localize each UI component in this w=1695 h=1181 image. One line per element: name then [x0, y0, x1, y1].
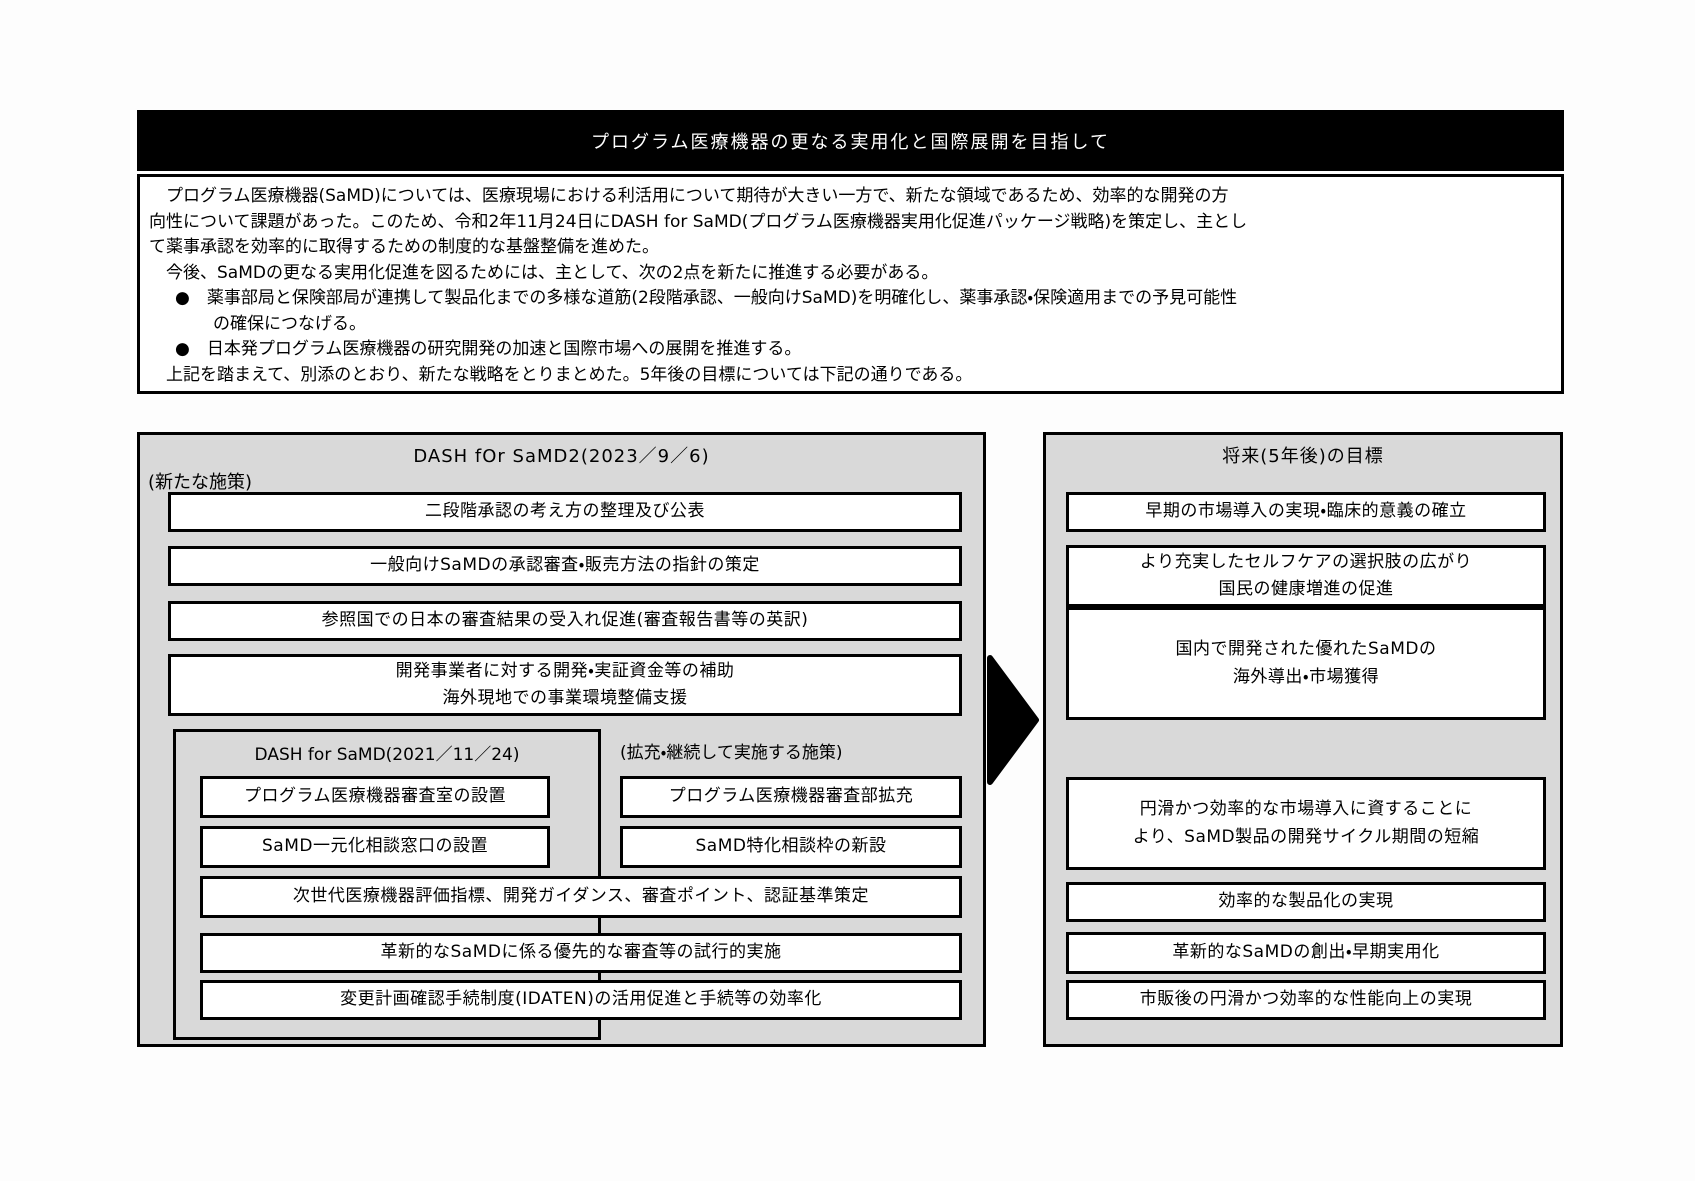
- page-title-bar: プログラム医療機器の更なる実用化と国際展開を目指して: [137, 110, 1564, 171]
- flow-arrow-icon: [986, 650, 1040, 790]
- goal-box: より充実したセルフケアの選択肢の広がり 国民の健康増進の促進: [1066, 545, 1546, 607]
- wide-measure-box: 次世代医療機器評価指標、開発ガイダンス、審査ポイント、認証基準策定: [200, 876, 962, 918]
- measure-box: 開発事業者に対する開発・実証資金等の補助 海外現地での事業環境整備支援: [168, 654, 962, 716]
- intro-bullet-line: ● 日本発プログラム医療機器の研究開発の加速と国際市場への展開を推進する。: [175, 339, 802, 359]
- intro-bullet-line: ● 薬事部局と保険部局が連携して製品化までの多様な道筋(2段階承認、一般向けSa…: [175, 288, 1238, 308]
- goal-box: 国内で開発された優れたSaMDの 海外導出・市場獲得: [1066, 607, 1546, 720]
- goal-box: 革新的なSaMDの創出・早期実用化: [1066, 932, 1546, 974]
- nested-left-box: SaMD一元化相談窓口の設置: [200, 826, 550, 868]
- intro-bullet-continuation: の確保につなげる。: [213, 313, 366, 334]
- measure-box: 一般向けSaMDの承認審査・販売方法の指針の策定: [168, 546, 962, 586]
- new-measures-label: (新たな施策): [148, 472, 253, 493]
- right-panel-future-goals: 将来(5年後)の目標 早期の市場導入の実現・臨床的意義の確立 より充実したセルフ…: [1043, 432, 1563, 1047]
- goal-box: 円滑かつ効率的な市場導入に資することに より、SaMD製品の開発サイクル期間の短…: [1066, 777, 1546, 870]
- nested-panel-title: DASH for SaMD(2021／11／24): [254, 745, 520, 765]
- wide-measure-box: 変更計画確認手続制度(IDATEN)の活用促進と手続等の効率化: [200, 980, 962, 1020]
- goal-box: 早期の市場導入の実現・臨床的意義の確立: [1066, 492, 1546, 532]
- left-panel-dash-for-samd2: DASH fOr SaMD2(2023／9／6) (新たな施策) 二段階承認の考…: [137, 432, 986, 1047]
- intro-line: 今後、SaMDの更なる実用化促進を図るためには、主として、次の2点を新たに推進す…: [149, 262, 939, 283]
- intro-line: プログラム医療機器(SaMD)については、医療現場における利活用について期待が大…: [149, 186, 1229, 206]
- goal-box: 効率的な製品化の実現: [1066, 882, 1546, 922]
- expansion-note-label: (拡充・継続して実施する施策): [620, 743, 843, 763]
- nested-right-box: SaMD特化相談枠の新設: [620, 826, 962, 868]
- left-panel-title: DASH fOr SaMD2(2023／9／6): [413, 446, 710, 467]
- intro-line: て薬事承認を効率的に取得するための制度的な基盤整備を進めた。: [149, 237, 659, 257]
- goal-box: 市販後の円滑かつ効率的な性能向上の実現: [1066, 980, 1546, 1020]
- nested-left-box: プログラム医療機器審査室の設置: [200, 776, 550, 818]
- measure-box: 参照国での日本の審査結果の受入れ促進(審査報告書等の英訳): [168, 601, 962, 641]
- page-title: プログラム医療機器の更なる実用化と国際展開を目指して: [591, 131, 1110, 153]
- intro-text-block: プログラム医療機器(SaMD)については、医療現場における利活用について期待が大…: [137, 174, 1564, 394]
- right-panel-title: 将来(5年後)の目標: [1222, 446, 1384, 467]
- intro-line: 上記を踏まえて、別添のとおり、新たな戦略をとりまとめた。5年後の目標については下…: [149, 364, 973, 385]
- intro-line: 向性について課題があった。このため、令和2年11月24日にDASH for Sa…: [149, 211, 1248, 232]
- wide-measure-box: 革新的なSaMDに係る優先的な審査等の試行的実施: [200, 933, 962, 973]
- measure-box: 二段階承認の考え方の整理及び公表: [168, 492, 962, 532]
- nested-right-box: プログラム医療機器審査部拡充: [620, 776, 962, 818]
